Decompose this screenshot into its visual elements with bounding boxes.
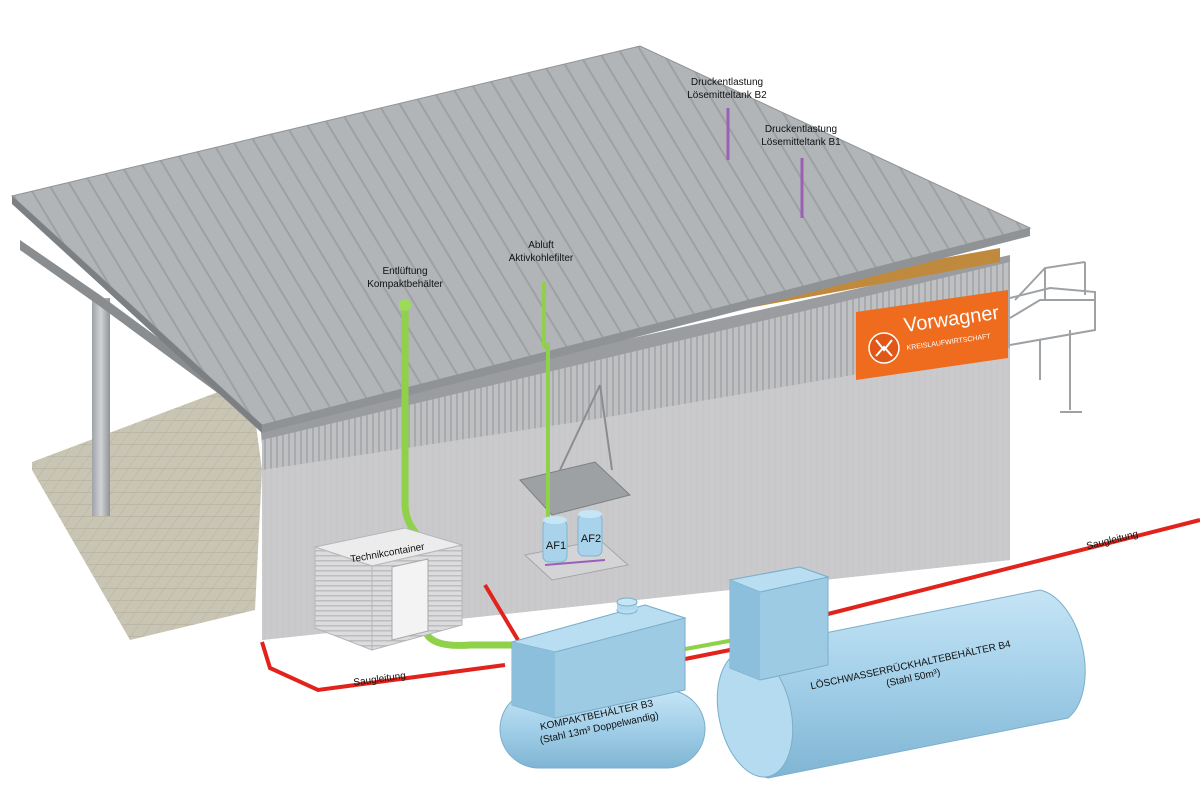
label-entlueftung-line1: Entlüftung: [382, 266, 427, 277]
label-druck-b1-line1: Druckentlastung: [765, 124, 837, 135]
tank-b3: [499, 597, 706, 769]
canopy-floor: [32, 380, 262, 640]
green-pipe-exhaust: [542, 282, 550, 525]
label-druck-b1: Druckentlastung Lösemitteltank B1: [761, 124, 841, 148]
staircase: [1009, 261, 1096, 413]
label-druck-b2-line2: Lösemitteltank B2: [687, 90, 767, 101]
container-door: [391, 558, 429, 641]
company-logo: Vorwagner KREISLAUFWIRTSCHAFT: [856, 290, 1008, 380]
red-pipe-right: [679, 518, 1200, 662]
label-saugleitung-right: Saugleitung: [1085, 529, 1139, 552]
technical-container: [313, 527, 464, 651]
label-af2: AF2: [581, 533, 601, 545]
label-abluft: Abluft Aktivkohlefilter: [509, 240, 574, 264]
label-entlueftung-line2: Kompaktbehälter: [367, 279, 443, 290]
roof-eave: [262, 228, 1030, 433]
roof-edge: [12, 196, 262, 433]
label-abluft-line2: Aktivkohlefilter: [509, 253, 574, 264]
carbon-filters: [542, 510, 606, 566]
label-saugleitung-left: Saugleitung: [353, 670, 407, 688]
canopy-post: [92, 298, 110, 516]
label-druck-b2: Druckentlastung Lösemitteltank B2: [687, 77, 767, 101]
green-pipe-container-to-b3: [421, 626, 524, 649]
label-druck-b2-line1: Druckentlastung: [691, 77, 763, 88]
tank-b4: [716, 566, 1086, 779]
label-abluft-line1: Abluft: [528, 240, 554, 251]
red-pipe-left: [260, 641, 506, 693]
label-af1: AF1: [546, 540, 566, 552]
red-pipe-building: [483, 583, 520, 642]
label-druck-b1-line2: Lösemitteltank B1: [761, 137, 841, 148]
label-entlueftung: Entlüftung Kompaktbehälter: [367, 266, 443, 290]
